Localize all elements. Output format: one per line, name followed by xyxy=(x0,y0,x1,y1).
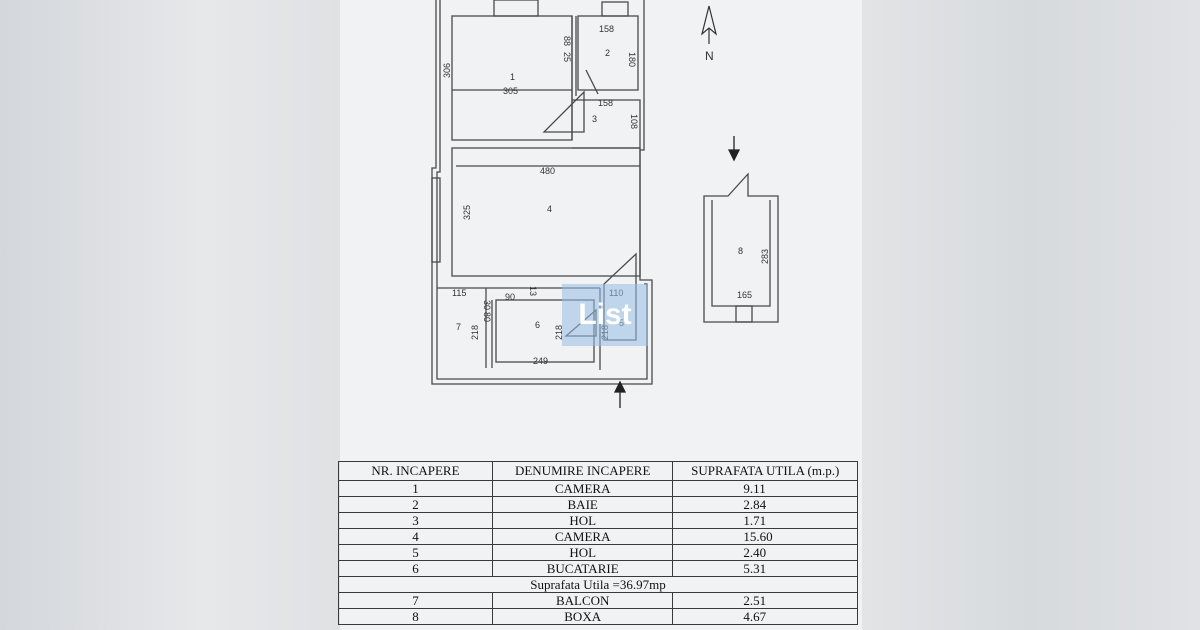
table-header-row: NR. INCAPERE DENUMIRE INCAPERE SUPRAFATA… xyxy=(338,461,858,481)
room-nr: 5 xyxy=(338,544,493,561)
room-name: BAIE xyxy=(491,496,674,513)
table-row: 3 HOL 1.71 xyxy=(338,512,858,529)
room-name: BALCON xyxy=(491,592,674,609)
north-label: N xyxy=(705,49,714,63)
list-watermark: List xyxy=(562,284,648,346)
background-right xyxy=(862,0,1200,630)
room-area: 4.67 xyxy=(672,608,858,625)
table-row: 5 HOL 2.40 xyxy=(338,544,858,561)
room-number-8: 8 xyxy=(738,246,743,256)
header-room-name: DENUMIRE INCAPERE xyxy=(491,461,674,481)
dim-325: 325 xyxy=(462,205,472,220)
north-arrow-icon: N xyxy=(700,5,718,63)
dim-249: 249 xyxy=(533,356,548,366)
room-name: CAMERA xyxy=(491,528,674,545)
room-area: 2.40 xyxy=(672,544,858,561)
table-row: 7 BALCON 2.51 xyxy=(338,592,858,609)
dim-90: 90 xyxy=(505,292,515,302)
background-left xyxy=(0,0,340,630)
table-row: 2 BAIE 2.84 xyxy=(338,496,858,513)
room-number-6: 6 xyxy=(535,320,540,330)
room-nr: 1 xyxy=(338,480,493,497)
room-name: HOL xyxy=(491,544,674,561)
table-row: 1 CAMERA 9.11 xyxy=(338,480,858,497)
dim-158-top: 158 xyxy=(599,24,614,34)
room-area: 2.51 xyxy=(672,592,858,609)
entrance-arrows xyxy=(613,136,741,408)
room-name: HOL xyxy=(491,512,674,529)
room-name: BOXA xyxy=(491,608,674,625)
room-name: CAMERA xyxy=(491,480,674,497)
room-area: 5.31 xyxy=(672,560,858,577)
dim-80: 80 xyxy=(482,312,492,322)
room-area: 15.60 xyxy=(672,528,858,545)
room-number-4: 4 xyxy=(547,204,552,214)
table-row: 8 BOXA 4.67 xyxy=(338,608,858,625)
plan-walls xyxy=(431,0,779,385)
dim-88: 88 xyxy=(562,36,572,46)
room-number-7: 7 xyxy=(456,322,461,332)
room-number-1: 1 xyxy=(510,72,515,82)
room-name: BUCATARIE xyxy=(491,560,674,577)
floor-plan: N 1 2 3 4 5 6 7 8 306 305 88 25 158 180 … xyxy=(431,0,779,408)
area-table: NR. INCAPERE DENUMIRE INCAPERE SUPRAFATA… xyxy=(338,461,858,625)
room-nr: 4 xyxy=(338,528,493,545)
usable-area-total: Suprafata Utila =36.97mp xyxy=(338,576,858,593)
dim-218-left: 218 xyxy=(470,325,480,340)
dim-13: 13 xyxy=(528,286,538,296)
dim-283: 283 xyxy=(760,249,770,264)
header-room-number: NR. INCAPERE xyxy=(338,461,493,481)
dim-306: 306 xyxy=(442,63,452,78)
dim-158-mid: 158 xyxy=(598,98,613,108)
room-area: 1.71 xyxy=(672,512,858,529)
room-nr: 8 xyxy=(338,608,493,625)
dim-305: 305 xyxy=(503,86,518,96)
dim-25: 25 xyxy=(562,52,572,62)
room-nr: 6 xyxy=(338,560,493,577)
summary-row: Suprafata Utila =36.97mp xyxy=(338,576,858,593)
room-nr: 2 xyxy=(338,496,493,513)
dim-480: 480 xyxy=(540,166,555,176)
dim-108: 108 xyxy=(629,114,639,129)
dim-218-mid: 218 xyxy=(554,325,564,340)
dim-180: 180 xyxy=(627,52,637,67)
table-row: 4 CAMERA 15.60 xyxy=(338,528,858,545)
table-row: 6 BUCATARIE 5.31 xyxy=(338,560,858,577)
dim-165: 165 xyxy=(737,290,752,300)
header-usable-area: SUPRAFATA UTILA (m.p.) xyxy=(672,461,858,481)
room-nr: 3 xyxy=(338,512,493,529)
dim-30: 30 xyxy=(482,300,492,310)
room-area: 2.84 xyxy=(672,496,858,513)
room-nr: 7 xyxy=(338,592,493,609)
dim-115: 115 xyxy=(452,288,466,298)
room-area: 9.11 xyxy=(672,480,858,497)
room-number-2: 2 xyxy=(605,48,610,58)
room-number-3: 3 xyxy=(592,114,597,124)
